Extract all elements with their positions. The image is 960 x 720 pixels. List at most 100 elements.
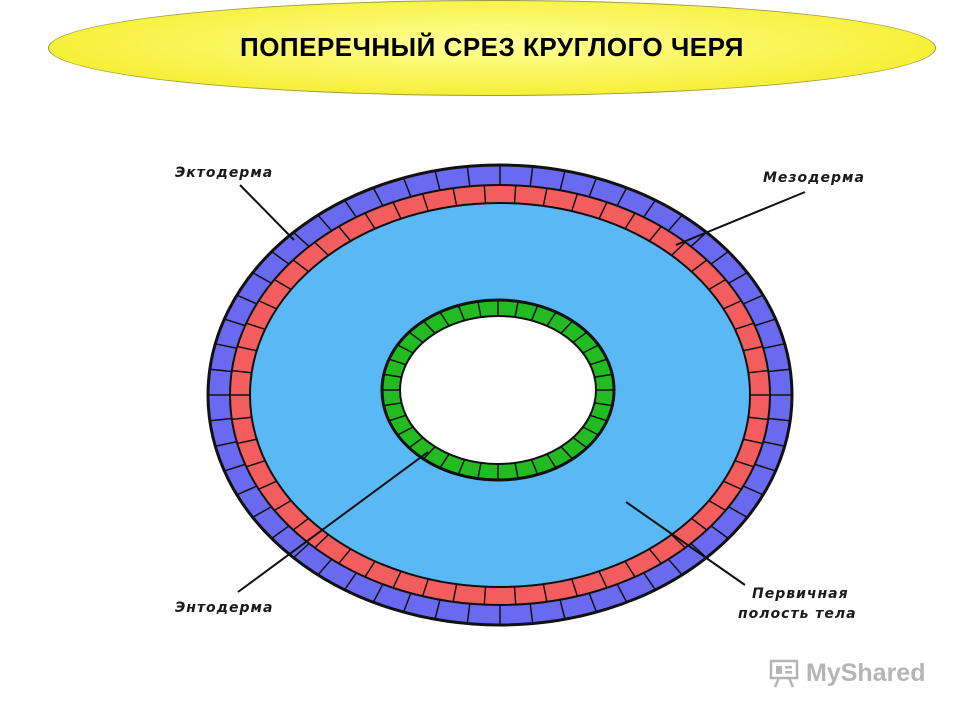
title-banner: ПОПЕРЕЧНЫЙ СРЕЗ КРУГЛОГО ЧЕРЯ [48, 0, 936, 96]
mesoderm-cell-divider [231, 416, 252, 421]
endoderm-cells [382, 300, 614, 480]
endoderm-cell-divider [530, 305, 539, 321]
endoderm-cell-divider [594, 402, 613, 407]
endoderm-cell-divider [477, 462, 482, 479]
ectoderm-cells [208, 165, 792, 625]
endoderm-cell-divider [457, 459, 466, 475]
mesoderm-cell-divider [748, 369, 769, 374]
endoderm-cell-divider [397, 344, 414, 354]
mesoderm-cell-divider [542, 188, 548, 207]
ectoderm-cell-divider [728, 271, 748, 284]
mesoderm-cell-divider [624, 560, 636, 578]
watermark-text: MyShared [806, 658, 926, 687]
mesoderm-cell-divider [542, 583, 548, 602]
ectoderm-cell-divider [742, 485, 764, 496]
ectoderm-cell-divider [667, 214, 683, 232]
mesoderm-cell-divider [748, 416, 769, 421]
endoderm-cell-divider [408, 331, 424, 344]
endoderm-cell-divider [422, 320, 436, 334]
ectoderm-cell-divider [667, 558, 683, 576]
endoderm-cell-divider [439, 311, 450, 327]
endoderm-cell-divider [560, 320, 574, 334]
page-title: ПОПЕРЕЧНЫЙ СРЕЗ КРУГЛОГО ЧЕРЯ [240, 31, 744, 62]
endoderm-cell-divider [397, 426, 414, 436]
ectoderm-cell-divider [588, 177, 598, 198]
mesoderm-cell-divider [364, 212, 376, 230]
mesoderm-cell-divider [314, 241, 329, 256]
ectoderm-cell-divider [616, 187, 628, 207]
ectoderm-cell-divider [616, 583, 628, 603]
mesoderm-cell-divider [743, 438, 763, 445]
ectoderm-cell-divider [529, 603, 534, 624]
gut-lumen [399, 315, 597, 465]
mesoderm-cell-divider [258, 300, 277, 310]
cavity-label-line2: полость тела [738, 606, 857, 622]
ectoderm-cell-divider [559, 599, 566, 620]
mesoderm-cell-divider [237, 438, 257, 445]
watermark: MyShared [768, 658, 925, 688]
mesoderm-cell-divider [708, 499, 726, 512]
ectoderm-cell-divider [215, 343, 237, 350]
mesoderm-cell-divider [483, 185, 487, 204]
ectoderm-cell-divider [710, 250, 729, 265]
endoderm-cell-divider [530, 459, 539, 475]
mesoderm-cell-divider [231, 369, 252, 374]
ectoderm-cell-divider [271, 250, 290, 265]
ectoderm-cell-divider [643, 572, 656, 591]
endoderm-cell-divider [582, 426, 599, 436]
endoderm-leader-line [237, 451, 429, 593]
endoderm-cell-divider [572, 331, 588, 344]
mesoderm-cell-divider [338, 548, 352, 564]
ectoderm-cell-divider [236, 294, 258, 305]
ectoderm-cell-divider [466, 166, 471, 187]
endoderm-cell-divider [477, 301, 482, 318]
mesoderm-cell-divider [513, 185, 517, 204]
mesoderm-cell-divider [598, 570, 608, 589]
endoderm-cell-divider [383, 402, 402, 407]
ectoderm-cell-divider [271, 525, 290, 540]
mesoderm-cell-divider [734, 459, 754, 468]
ectoderm-cell-divider [252, 506, 272, 519]
ectoderm-leader-line [239, 184, 295, 241]
endoderm-cell-divider [422, 446, 436, 460]
mesoderm-cell-divider [691, 259, 708, 273]
endoderm-cell-divider [439, 453, 450, 469]
mesoderm-label: Мезодерма [763, 170, 865, 186]
endoderm-cell-divider [388, 358, 407, 366]
ectoderm-cell-divider [215, 440, 237, 447]
endoderm-cell-divider [560, 446, 574, 460]
ectoderm-cell-divider [402, 177, 412, 198]
ectoderm-cell-divider [236, 485, 258, 496]
mesoderm-cell-divider [452, 583, 458, 602]
ectoderm-cell-divider [224, 318, 246, 327]
ectoderm-cell-divider [434, 599, 441, 620]
ectoderm-label: Эктодерма [175, 165, 273, 181]
mesoderm-cell-divider [258, 480, 277, 490]
endoderm-cell-divider [383, 373, 402, 378]
ectoderm-cell-divider [293, 231, 310, 248]
mesoderm-cell-divider [421, 578, 430, 597]
mesoderm-cell-divider [314, 534, 329, 549]
mesoderm-leader-line [675, 191, 806, 246]
ectoderm-cell-divider [710, 525, 729, 540]
mesoderm-cell-divider [274, 499, 292, 512]
endoderm-cell-divider [514, 462, 519, 479]
ectoderm-cell-divider [209, 368, 232, 373]
ectoderm-cell-divider [372, 187, 384, 207]
endoderm-cell-divider [582, 344, 599, 354]
cavity-label-line1: Первичная [752, 586, 849, 602]
cavity-leader-line [625, 501, 746, 586]
mesoderm-cell-divider [671, 534, 686, 549]
mesoderm-cell-divider [237, 345, 257, 352]
endoderm-cell-divider [514, 301, 519, 318]
ectoderm-cell-divider [763, 440, 785, 447]
mesoderm-cell-divider [691, 517, 708, 531]
ectoderm-cell-divider [690, 231, 707, 248]
mesoderm-cell-divider [364, 560, 376, 578]
endoderm-cell-divider [589, 414, 608, 422]
ectoderm-cell-divider [559, 170, 566, 191]
mesoderm-cell-divider [648, 226, 662, 242]
mesoderm-cell-divider [598, 201, 608, 220]
mesoderm-cell-divider [743, 345, 763, 352]
